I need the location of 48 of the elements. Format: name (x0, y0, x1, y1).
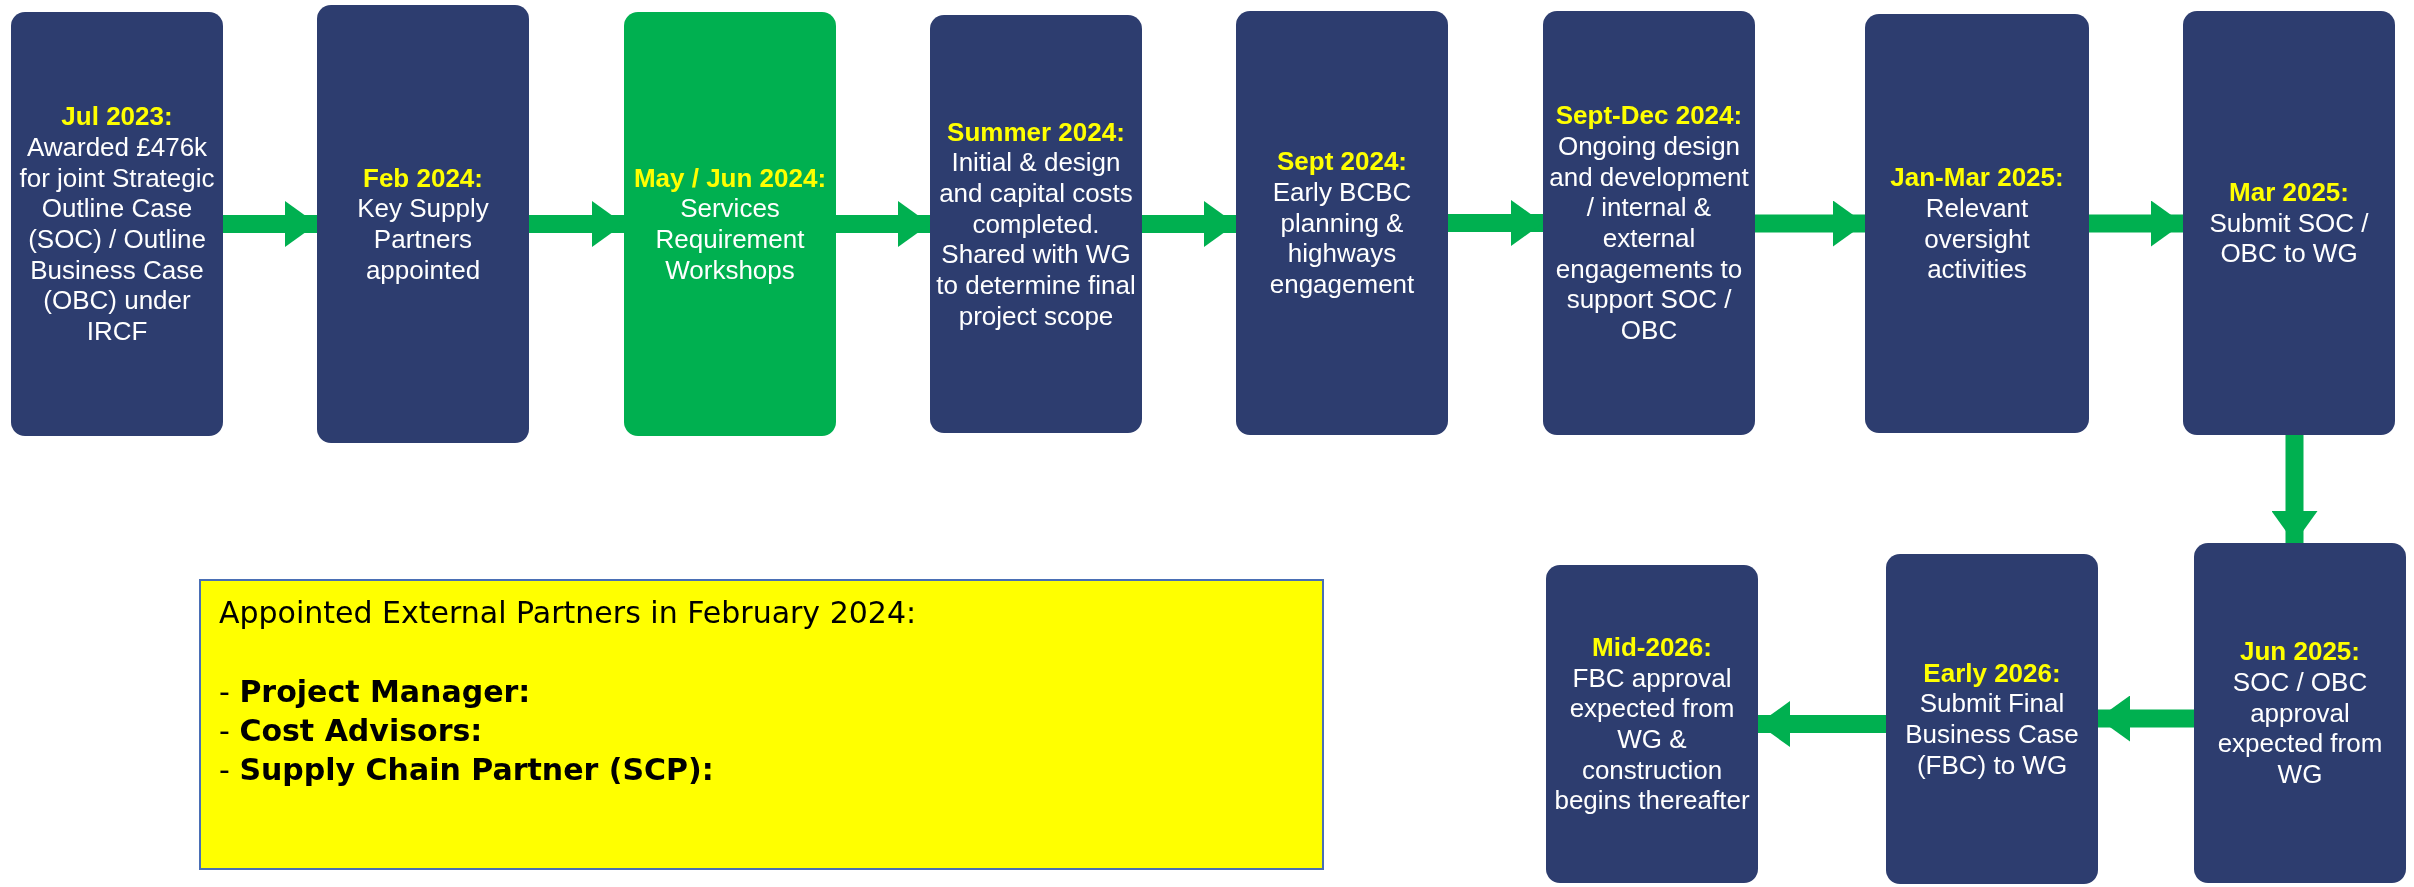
milestone-card (624, 12, 836, 436)
flow-arrow (2271, 435, 2318, 543)
milestone-text: Submit Final Business Case (FBC) to WG (1904, 688, 2080, 781)
flow-arrow (1758, 701, 1886, 747)
milestone-card (1236, 11, 1448, 435)
flow-arrow (223, 201, 317, 247)
milestone-text: Submit SOC / OBC to WG (2208, 207, 2370, 269)
milestone-text: Early BCBC planning & highways engagement (1268, 177, 1416, 300)
note-panel (199, 579, 1324, 870)
milestone-text: Awarded £476k for joint Strategic Outline Case (SOC) / Outline Business Case (OBC) under IRCF (18, 132, 216, 347)
flow-arrow (2089, 200, 2183, 247)
milestone-text: SOC / OBC approval expected from WG (2216, 667, 2384, 790)
date-heading: Mar 2025: (2229, 177, 2349, 208)
milestone-card (1886, 554, 2098, 884)
flow-arrow (2098, 695, 2194, 742)
flow-arrow (836, 201, 930, 247)
list-item: - Supply Chain Partner (SCP): (219, 751, 715, 789)
flow-arrow (1755, 200, 1865, 247)
list-item: - Project Manager: (219, 673, 532, 711)
date-heading: Jun 2025: (2240, 636, 2360, 667)
date-heading: Sept-Dec 2024: (1555, 100, 1743, 131)
milestone-card (1546, 565, 1758, 883)
milestone-text: Ongoing design and development / internal & external engagements to support SOC / OBC (1549, 131, 1749, 346)
date-heading: Mid-2026: (1592, 632, 1712, 663)
flow-arrow (529, 201, 624, 247)
date-heading: Summer 2024: (947, 116, 1125, 148)
milestone-text: FBC approval expected from WG & construction begins thereafter (1553, 662, 1751, 816)
date-heading: Jul 2023: (61, 101, 173, 132)
milestone-card (2183, 11, 2395, 435)
milestone-card (1865, 14, 2089, 433)
milestone-card (2194, 543, 2406, 883)
date-heading: Early 2026: (1923, 657, 2061, 689)
milestone-card (317, 5, 529, 443)
list-item: - Cost Advisors: (219, 712, 484, 750)
date-heading: Jan-Mar 2025: (1890, 162, 2064, 193)
date-heading: Feb 2024: (363, 162, 483, 194)
date-heading: May / Jun 2024: (633, 162, 827, 194)
milestone-text: Services Requirement Workshops (654, 193, 806, 286)
milestone-card (1543, 11, 1755, 435)
flow-arrow (1142, 201, 1236, 247)
flow-arrow (1448, 200, 1543, 246)
milestone-text: Key Supply Partners appointed (356, 193, 490, 286)
milestone-card (930, 15, 1142, 433)
milestone-text: Initial & design and capital costs completed. Shared with WG to determine final project scope (936, 147, 1136, 332)
date-heading: Sept 2024: (1276, 146, 1408, 177)
note-title: Appointed External Partners in February 2024: (219, 594, 918, 632)
milestone-card (11, 12, 223, 436)
milestone-text: Relevant oversight activities (1923, 192, 2031, 285)
